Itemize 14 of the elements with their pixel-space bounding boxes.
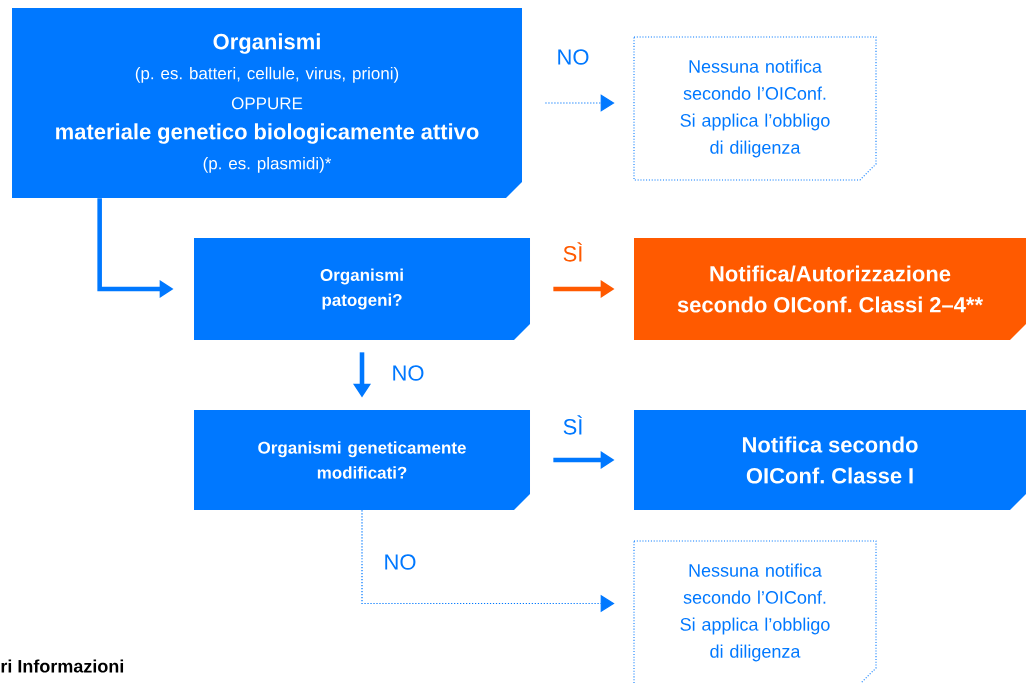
process-box: Notifica/Autorizzazione secondo OIConf. Classi 2–4** bbox=[634, 238, 1026, 340]
footer-note: ri Informazioni bbox=[1, 659, 124, 673]
edge-label: NO bbox=[558, 49, 589, 65]
result-box: Nessuna notifica secondo l’OIConf. Si applica l’obbligo di diligenza bbox=[633, 36, 877, 181]
process-box: Organismi geneticamente modificati? bbox=[194, 410, 530, 510]
edge-label: SÌ bbox=[563, 242, 582, 262]
process-box: Organismi patogeni? bbox=[194, 238, 530, 340]
arrow bbox=[544, 94, 615, 112]
process-box: Notifica secondo OIConf. Classe I bbox=[634, 410, 1026, 510]
process-box: Organismi (p. es. batteri, cellule, virus, prioni) OPPURE materiale genetico biologicamente attivo (p. es. plasmidi)* bbox=[12, 8, 522, 198]
edge-label: NO bbox=[385, 554, 416, 570]
edge-label: SÌ bbox=[563, 415, 582, 435]
result-box: Nessuna notifica secondo l’OIConf. Si applica l’obbligo di diligenza bbox=[633, 540, 877, 683]
edge-label: NO bbox=[393, 365, 424, 381]
